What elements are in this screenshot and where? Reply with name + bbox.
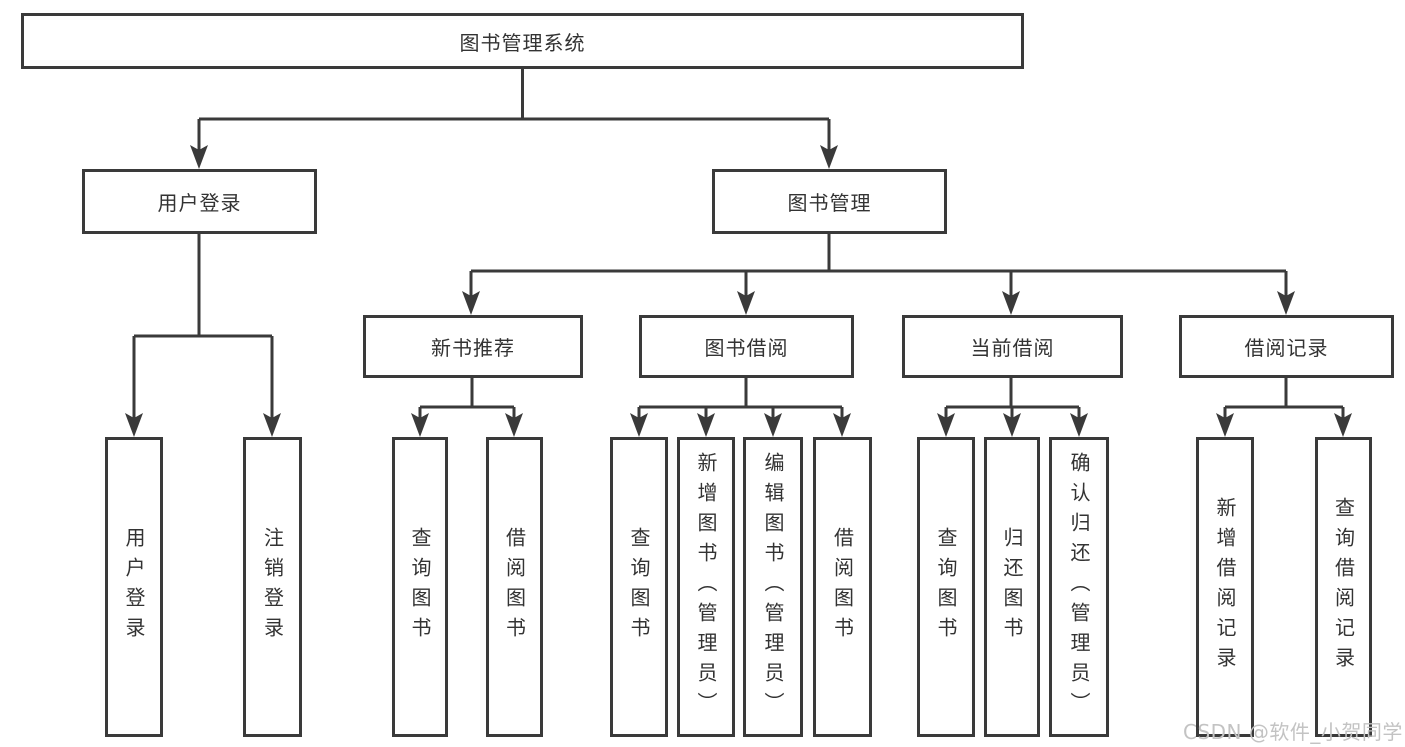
leaf-add-borrow-record: 新增借阅记录 (1196, 437, 1254, 737)
leaf-confirm-return-admin: 确认归还（管理员） (1049, 437, 1109, 737)
leaf-borrow-books-borrowing: 借阅图书 (813, 437, 872, 737)
leaf-query-books-current: 查询图书 (917, 437, 975, 737)
arrowheads (125, 145, 1352, 437)
leaf-query-books-borrowing: 查询图书 (610, 437, 668, 737)
leaf-query-books-recommend: 查询图书 (392, 437, 448, 737)
leaf-add-book-admin: 新增图书（管理员） (677, 437, 735, 737)
leaf-query-borrow-record: 查询借阅记录 (1315, 437, 1372, 737)
node-book-borrowing: 图书借阅 (639, 315, 854, 378)
node-current-borrowing: 当前借阅 (902, 315, 1123, 378)
leaf-return-books: 归还图书 (984, 437, 1040, 737)
node-book-management: 图书管理 (712, 169, 947, 234)
node-user-login: 用户登录 (82, 169, 317, 234)
leaf-logout: 注销登录 (243, 437, 302, 737)
node-new-book-recommendation: 新书推荐 (363, 315, 583, 378)
leaf-edit-book-admin: 编辑图书（管理员） (743, 437, 803, 737)
leaf-user-login: 用户登录 (105, 437, 163, 737)
csdn-watermark: CSDN @软件_小贺同学 (1183, 720, 1403, 744)
node-library-management-system: 图书管理系统 (21, 13, 1024, 69)
leaf-borrow-books-recommend: 借阅图书 (486, 437, 543, 737)
node-borrowing-records: 借阅记录 (1179, 315, 1394, 378)
